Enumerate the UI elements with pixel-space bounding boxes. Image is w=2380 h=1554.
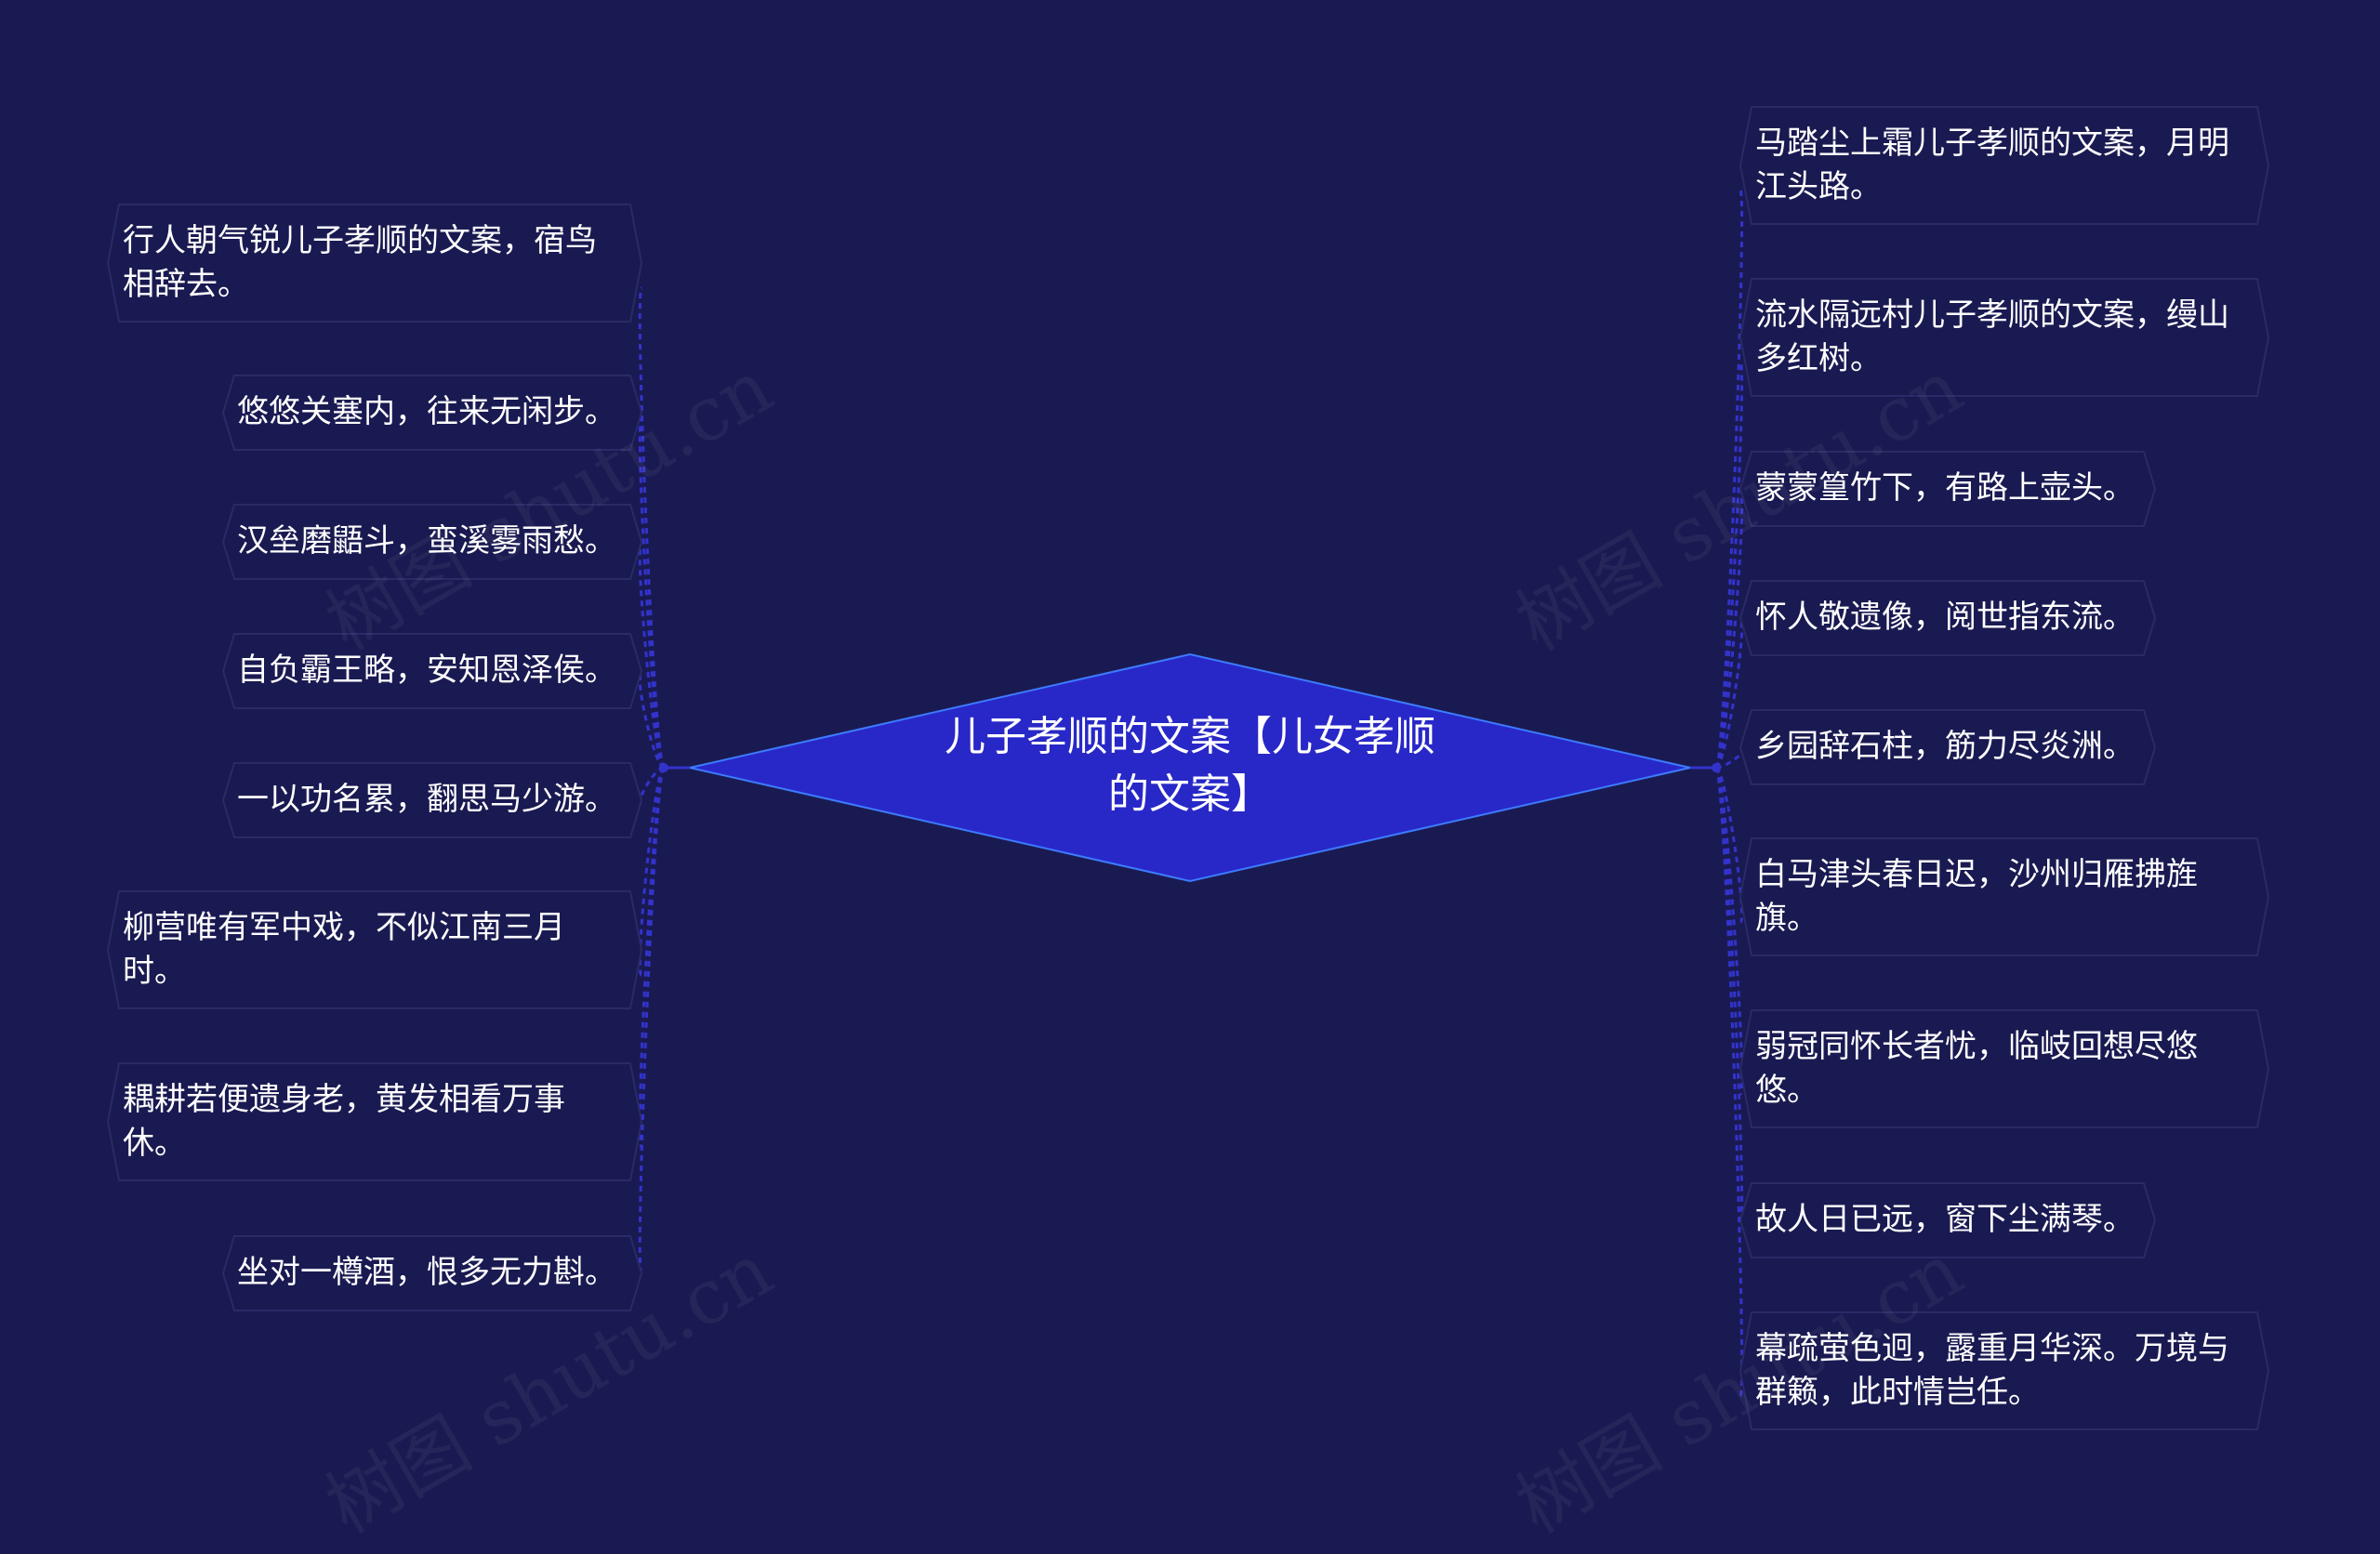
left-branch-2-text[interactable]: 汉垒磨鼯斗，蛮溪雾雨愁。 <box>237 522 616 560</box>
left-branch-1-box <box>221 375 643 451</box>
left-branch-4-box <box>221 762 643 838</box>
right-branch-2-box <box>1739 451 2157 527</box>
left-branch-3-box <box>221 633 643 709</box>
left-branch-5-box <box>106 890 643 1009</box>
right-branch-3-box <box>1739 580 2157 656</box>
right-branch-6-text[interactable]: 弱冠同怀长者忧，临岐回想尽悠悠。 <box>1755 1028 2198 1109</box>
central-topic[interactable]: 儿子孝顺的文案【儿女孝顺的文案】 <box>945 713 1435 818</box>
left-branch-6-text[interactable]: 耦耕若便遗身老，黄发相看万事休。 <box>123 1081 565 1162</box>
left-branch-1-text[interactable]: 悠悠关塞内，往来无闲步。 <box>237 393 616 430</box>
connector-junction <box>659 763 668 772</box>
right-branch-6-box <box>1739 1009 2270 1128</box>
right-branch-0-text[interactable]: 马踏尘上霜儿子孝顺的文案，月明江头路。 <box>1755 125 2229 205</box>
connector-line <box>638 415 666 770</box>
left-branch-5-text[interactable]: 柳营唯有军中戏，不似江南三月时。 <box>123 909 565 990</box>
left-branch-7-box <box>221 1235 643 1311</box>
left-branch-4-text[interactable]: 一以功名累，翻思马少游。 <box>237 781 616 818</box>
right-branch-3-text[interactable]: 怀人敬遗像，阅世指东流。 <box>1755 599 2135 636</box>
connector-line <box>1714 491 1744 770</box>
right-branch-1-text[interactable]: 流水隔远村儿子孝顺的文案，缦山多红树。 <box>1755 296 2229 377</box>
connector-line <box>1714 620 1744 770</box>
connector-line <box>638 766 666 1149</box>
connector-junction <box>1712 763 1721 772</box>
connector-line <box>638 766 666 1279</box>
left-branch-7-text[interactable]: 坐对一樽酒，恨多无力斟。 <box>237 1254 616 1291</box>
right-branch-2-text[interactable]: 蒙蒙篁竹下，有路上壶头。 <box>1755 469 2135 507</box>
right-branch-4-box <box>1739 709 2157 785</box>
right-branch-1-box <box>1739 278 2270 397</box>
right-branch-0-box <box>1739 106 2270 225</box>
left-branch-0-box <box>106 204 643 323</box>
connector-line <box>638 286 666 770</box>
left-branch-3-text[interactable]: 自负霸王略，安知恩泽侯。 <box>237 652 616 689</box>
left-branch-2-box <box>221 504 643 580</box>
right-branch-4-text[interactable]: 乡园辞石柱，筋力尽炎洲。 <box>1755 728 2135 765</box>
right-branch-8-box <box>1739 1311 2270 1430</box>
right-branch-5-box <box>1739 837 2270 956</box>
right-branch-5-text[interactable]: 白马津头春日迟，沙州归雁拂旌旗。 <box>1755 856 2198 937</box>
right-branch-8-text[interactable]: 幕疏萤色迥，露重月华深。万境与群籁，此时情岂任。 <box>1755 1330 2229 1411</box>
left-branch-6-box <box>106 1062 643 1181</box>
right-branch-7-text[interactable]: 故人日已远，窗下尘满琴。 <box>1755 1201 2135 1238</box>
left-branch-0-text[interactable]: 行人朝气锐儿子孝顺的文案，宿鸟相辞去。 <box>123 222 597 303</box>
connector-line <box>638 766 666 977</box>
connector-line <box>638 544 666 770</box>
